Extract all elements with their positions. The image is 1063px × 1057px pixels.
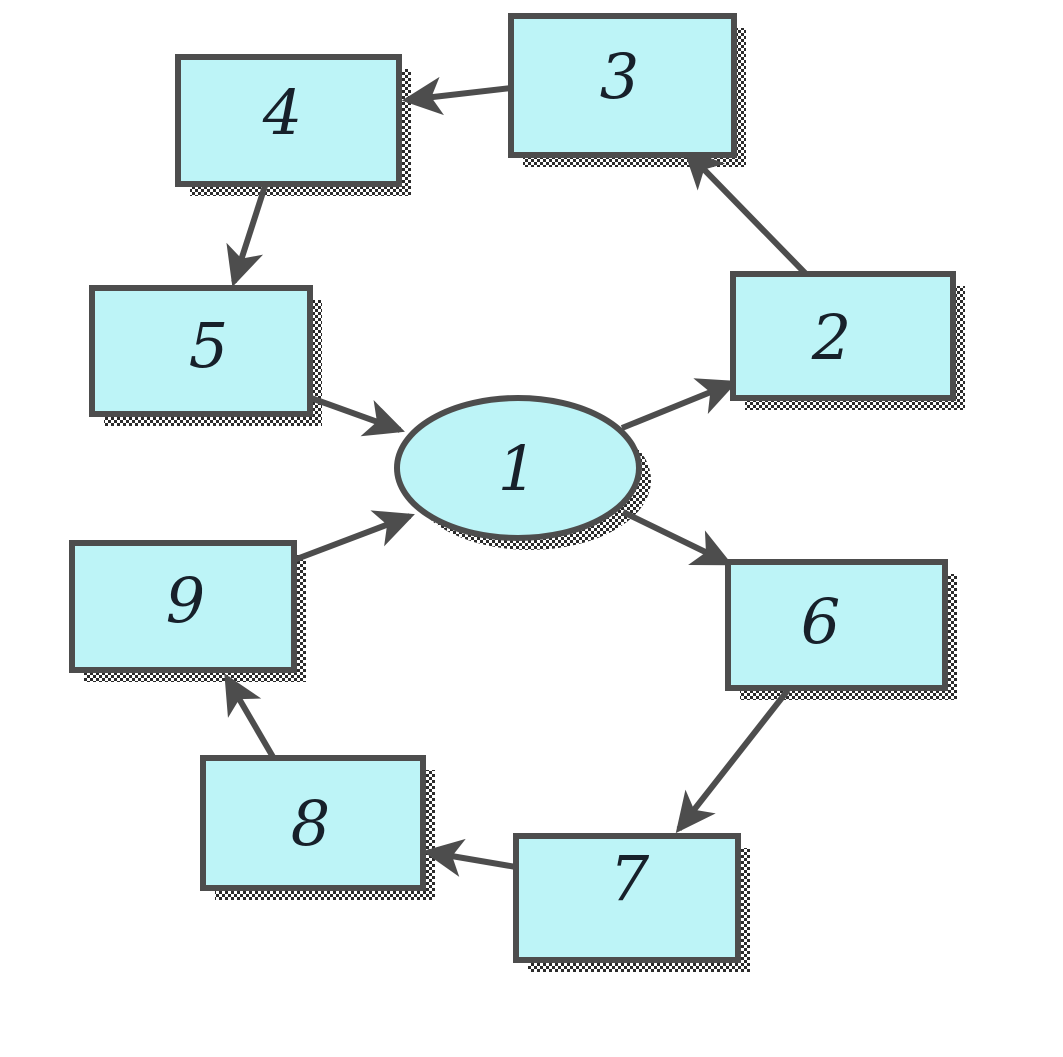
node-shape-rect-8[interactable] xyxy=(200,755,426,891)
edge-1-to-6 xyxy=(621,509,733,566)
node-label-9: 9 xyxy=(166,564,206,637)
node-shape-ellipse-1[interactable] xyxy=(394,395,642,541)
edge-1-to-2 xyxy=(620,378,738,431)
node-label-5: 5 xyxy=(189,309,229,382)
node-8[interactable]: 8 xyxy=(200,755,426,891)
node-shape-rect-5[interactable] xyxy=(89,285,313,417)
node-label-4: 4 xyxy=(262,76,303,149)
node-label-2: 2 xyxy=(811,301,852,374)
edge-layer xyxy=(224,76,809,877)
node-shape-rect-7[interactable] xyxy=(513,833,741,963)
node-shape-rect-9[interactable] xyxy=(69,540,297,673)
edge-2-to-3 xyxy=(683,148,809,277)
node-2[interactable]: 2 xyxy=(730,271,956,401)
node-label-7: 7 xyxy=(610,842,650,915)
node-shape-rect-3[interactable] xyxy=(508,13,737,158)
edge-8-to-9 xyxy=(224,673,276,759)
edge-4-to-5 xyxy=(226,185,268,287)
node-7[interactable]: 7 xyxy=(513,833,741,963)
edge-7-to-8 xyxy=(422,838,517,877)
edge-9-to-1 xyxy=(292,510,415,563)
node-4[interactable]: 4 xyxy=(175,54,402,187)
node-label-3: 3 xyxy=(600,40,640,113)
node-3[interactable]: 3 xyxy=(508,13,737,158)
node-shape-rect-4[interactable] xyxy=(175,54,402,187)
node-6[interactable]: 6 xyxy=(725,559,948,691)
node-label-6: 6 xyxy=(801,585,841,658)
node-5[interactable]: 5 xyxy=(89,285,313,417)
node-label-1: 1 xyxy=(498,432,538,505)
edge-3-to-4 xyxy=(401,76,512,116)
node-layer: 1 2 3 4 5 6 7 8 9 xyxy=(69,13,956,963)
node-9[interactable]: 9 xyxy=(69,540,297,673)
node-shape-rect-2[interactable] xyxy=(730,271,956,401)
node-label-8: 8 xyxy=(291,787,331,860)
node-shape-rect-6[interactable] xyxy=(725,559,948,691)
node-1[interactable]: 1 xyxy=(394,395,642,541)
edge-5-to-1 xyxy=(309,395,405,437)
edge-6-to-7 xyxy=(675,688,791,834)
